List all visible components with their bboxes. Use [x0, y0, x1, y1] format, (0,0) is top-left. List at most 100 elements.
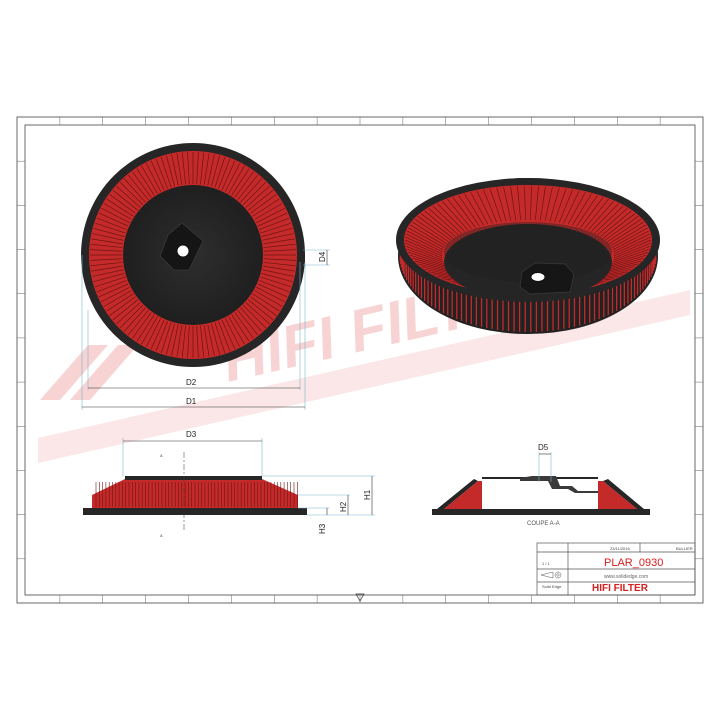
- pleat-line: [250, 296, 277, 316]
- iso-pleat-line: [544, 187, 553, 221]
- iso-pleat-line: [535, 186, 539, 221]
- pleat-line: [214, 156, 226, 188]
- pleat-line: [166, 323, 175, 355]
- pleat-line: [136, 314, 155, 342]
- pleat-line: [218, 321, 231, 352]
- border-zone-ticks: [17, 117, 703, 603]
- pleat-line: [262, 233, 294, 241]
- pleat-line: [98, 283, 129, 298]
- pleat-line: [263, 238, 295, 245]
- iso-pleat-line: [458, 195, 480, 227]
- pleat-line: [101, 207, 130, 224]
- pleat-line: [224, 318, 241, 347]
- pleat-line: [252, 198, 280, 217]
- pleat-line: [207, 154, 215, 186]
- section-left-wall: [437, 479, 478, 509]
- pleat-line: [112, 189, 139, 211]
- pleat-line: [123, 178, 146, 203]
- iso-pleat-line: [610, 254, 647, 267]
- iso-pleat-line: [567, 192, 586, 225]
- pleat-line: [181, 325, 186, 358]
- iso-pleat-line: [404, 239, 443, 257]
- iso-pleat-line: [602, 213, 636, 239]
- iso-pleat-line: [607, 260, 642, 271]
- pleat-line: [260, 276, 292, 288]
- iso-pleat-line: [428, 207, 459, 236]
- pleat-line: [254, 203, 283, 220]
- iso-pleat-line: [412, 257, 448, 269]
- pleat-line: [171, 324, 179, 356]
- iso-pleat-line: [432, 205, 462, 234]
- pleat-line: [256, 207, 285, 224]
- pleat-line: [90, 243, 123, 248]
- pleat-line: [211, 323, 220, 355]
- iso-pleat-line: [496, 187, 507, 222]
- pleat-line: [234, 312, 254, 339]
- pleat-line: [237, 309, 259, 336]
- iso-pleat-line: [489, 188, 502, 222]
- pleat-line: [155, 321, 168, 352]
- pleat-line: [93, 273, 125, 282]
- iso-skirt-pleats: [399, 243, 657, 332]
- iso-pleat-line: [442, 201, 469, 231]
- section-base: [432, 509, 650, 515]
- pleat-line: [262, 269, 294, 277]
- pleat-line: [166, 155, 175, 187]
- pleat-line: [155, 158, 168, 189]
- pleat-line: [90, 262, 123, 267]
- section-view: D5 COUPE A-A: [432, 443, 650, 527]
- pleat-line: [257, 212, 288, 227]
- pleat-line: [94, 222, 126, 234]
- side-view-dimensions: D3 A A H1 H2 H3: [122, 430, 375, 538]
- pleat-line: [109, 194, 136, 214]
- brand-name: HIFI FILTER: [592, 583, 649, 594]
- rim-tab: [297, 253, 305, 263]
- iso-pleat-line: [611, 251, 648, 265]
- pleat-line: [263, 258, 296, 261]
- pleat-line: [187, 325, 190, 358]
- iso-pleat-line: [607, 218, 642, 243]
- d2-label: D2: [186, 378, 197, 387]
- pleat-line: [94, 276, 126, 288]
- iso-pleat-line: [613, 236, 651, 255]
- pleat-line: [93, 228, 125, 237]
- pleat-line: [240, 307, 263, 332]
- pleat-line: [224, 163, 241, 192]
- iso-pleat-line: [584, 198, 609, 230]
- iso-pleat-line: [612, 230, 650, 251]
- pleat-line: [127, 174, 149, 201]
- d4-label: D4: [318, 251, 327, 262]
- iso-pleat-line: [414, 218, 449, 243]
- pleat-line: [200, 325, 205, 358]
- pleat-line: [106, 198, 134, 217]
- iso-pleat-line: [409, 254, 446, 267]
- pleat-line: [119, 181, 144, 206]
- pleat-line: [245, 302, 270, 325]
- pleat-line: [112, 299, 139, 321]
- side-view: [83, 476, 307, 515]
- center-mark-icon: [355, 593, 365, 602]
- pleat-line: [218, 158, 231, 189]
- iso-pleat-line: [597, 207, 628, 236]
- iso-pleat-line: [424, 210, 456, 237]
- pleat-line: [207, 324, 215, 356]
- iso-pleat-line: [503, 187, 512, 221]
- iso-pleat-line: [600, 210, 632, 237]
- pleat-line: [150, 319, 165, 350]
- iso-pleat-line: [587, 201, 614, 231]
- pleat-line: [150, 160, 165, 191]
- pleat-line: [92, 233, 124, 241]
- pleat-line: [132, 312, 152, 339]
- pleat-line: [228, 165, 245, 194]
- pleat-line: [136, 168, 155, 196]
- pleat-line: [181, 152, 186, 185]
- iso-pleat-line: [572, 193, 592, 226]
- iso-pleat-line: [406, 248, 444, 263]
- pleat-line: [127, 309, 149, 336]
- iso-pleat-line: [611, 227, 648, 249]
- pleat-line: [245, 185, 270, 208]
- pleat-line: [160, 322, 172, 354]
- pleat-line: [240, 178, 263, 203]
- pleat-line: [254, 290, 283, 307]
- iso-pleat-line: [420, 213, 454, 239]
